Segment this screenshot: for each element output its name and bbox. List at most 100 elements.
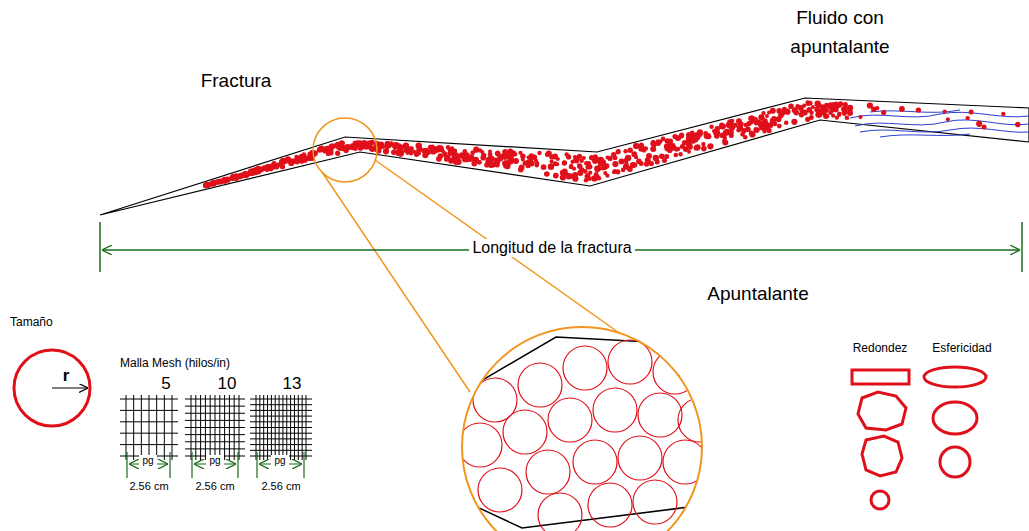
proppant-dot (600, 159, 606, 165)
proppant-dot (744, 123, 748, 127)
proppant-dot (624, 161, 628, 165)
proppant-dot (255, 167, 261, 173)
proppant-dot (655, 159, 660, 164)
proppant-dot (553, 173, 559, 179)
proppant-dot (211, 181, 215, 185)
proppant-dot (422, 152, 428, 158)
part-label: Apuntalante (707, 283, 808, 305)
proppant-dot (633, 143, 639, 149)
proppant-grain (538, 493, 582, 531)
proppant-dot (701, 146, 707, 152)
mesh-wire (120, 410, 178, 411)
proppant-dot (845, 116, 850, 121)
proppant-dot (520, 154, 525, 159)
proppant-dot (982, 125, 987, 130)
proppant-dot (603, 171, 607, 175)
proppant-dot (836, 104, 840, 108)
proppant-dot (541, 164, 547, 170)
proppant-dot (460, 153, 466, 159)
proppant-dot (243, 173, 248, 178)
proppant-dot (943, 110, 947, 114)
proppant-dot (385, 141, 391, 147)
proppant-dot (588, 171, 592, 175)
mesh-wire (250, 410, 312, 411)
proppant-dot (438, 153, 444, 159)
proppant-dot (709, 125, 713, 129)
proppant-dot (767, 110, 771, 114)
proppant-dot (899, 106, 905, 112)
mesh-wire (185, 427, 245, 428)
proppant-dot (738, 121, 744, 127)
proppant-dot (1001, 112, 1005, 116)
proppant-dot (659, 153, 665, 159)
shape-samples (852, 367, 986, 509)
proppant-dot (594, 165, 600, 171)
dimension-label: 2.56 cm (192, 480, 237, 493)
proppant-dot (631, 151, 637, 157)
proppant-dot (391, 150, 396, 155)
proppant-dot (404, 143, 410, 149)
proppant-dot (353, 147, 357, 151)
proppant-dot (336, 151, 340, 155)
proppant-dot (258, 167, 264, 173)
mesh-wire (250, 404, 312, 405)
proppant-dot (687, 144, 693, 150)
unit-label: pg (139, 455, 156, 467)
proppant-dot (650, 146, 656, 152)
proppant-dot (715, 126, 720, 131)
proppant-dot (946, 117, 950, 121)
proppant-dot (488, 156, 494, 162)
proppant-dot (307, 152, 313, 158)
proppant-dot (584, 178, 588, 182)
proppant-dot (555, 162, 559, 166)
proppant-dot (519, 165, 525, 171)
proppant-dot (495, 151, 500, 156)
proppant-dot (269, 167, 273, 171)
proppant-grain (608, 340, 652, 384)
proppant-dot (230, 175, 236, 181)
proppant-dot (546, 151, 552, 157)
proppant-dot (628, 148, 633, 153)
proppant-dot (656, 139, 662, 145)
proppant-dots (203, 100, 1021, 188)
proppant-dot (470, 155, 474, 159)
proppant-dot (535, 163, 539, 167)
unit-label: pg (271, 455, 288, 467)
proppant-dot (399, 145, 404, 150)
proppant-dot (443, 151, 448, 156)
proppant-dot (329, 146, 334, 151)
proppant-dot (794, 110, 799, 115)
proppant-dot (488, 155, 494, 161)
proppant-dot (544, 171, 550, 177)
proppant-dot (697, 131, 703, 137)
column-label: Esfericidad (932, 342, 991, 356)
proppant-dot (722, 139, 728, 145)
proppant-dot (289, 162, 293, 166)
proppant-dot (665, 138, 670, 143)
mesh-wire (185, 413, 245, 414)
proppant-dot (611, 152, 616, 157)
proppant-dot (369, 146, 374, 151)
proppant-grain (526, 450, 570, 494)
proppant-dot (612, 170, 616, 174)
proppant-dot (572, 158, 576, 162)
proppant-dot (591, 175, 597, 181)
proppant-dot (562, 160, 567, 165)
proppant-dot (815, 111, 821, 117)
proppant-dot (550, 160, 554, 164)
proppant-dot (1015, 122, 1020, 127)
proppant-dot (489, 161, 495, 167)
proppant-dot (791, 119, 797, 125)
proppant-dot (639, 142, 644, 147)
proppant-dot (719, 124, 725, 130)
mesh-wire (133, 395, 134, 460)
proppant-dot (616, 149, 621, 154)
mesh-dimensions (127, 452, 304, 478)
proppant-dot (664, 154, 669, 159)
proppant-dot (459, 152, 465, 158)
proppant-dot (465, 157, 470, 162)
proppant-dot (811, 105, 815, 109)
zoom-detail (458, 325, 722, 531)
proppant-dot (505, 164, 511, 170)
